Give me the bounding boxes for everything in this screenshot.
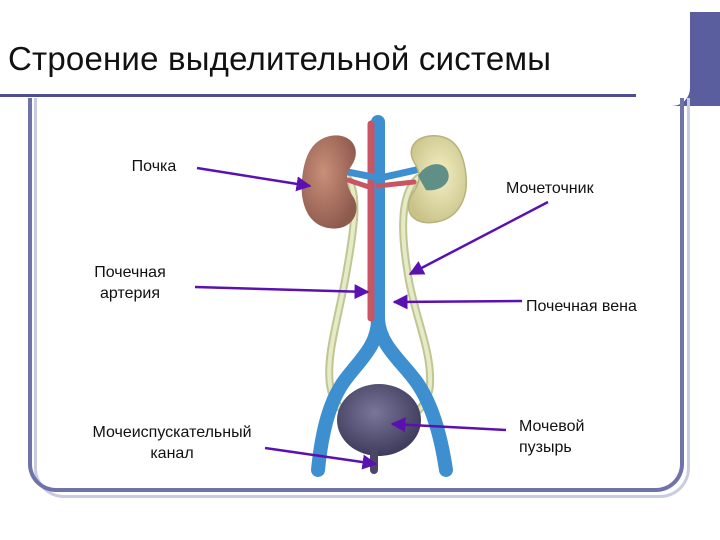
pointer-ureter (408, 200, 549, 276)
pointer-urethra (264, 446, 378, 470)
label-renal-vein: Почечная вена (526, 298, 637, 315)
left-renal-vessels (344, 168, 382, 182)
title-bar-panel (0, 12, 690, 106)
pointer-renal-artery (194, 284, 370, 300)
pointer-bladder (390, 417, 507, 433)
label-ureter: Мочеточник (506, 180, 594, 197)
label-urethra: Мочеиспускательный канал (92, 424, 252, 462)
label-renal-artery: Почечная артерия (94, 264, 166, 302)
title-bar: Строение выделительной системы (0, 12, 720, 106)
slide-title: Строение выделительной системы (8, 40, 552, 77)
bladder (337, 384, 421, 456)
pointer-renal-vein (392, 294, 523, 310)
content-frame (28, 98, 684, 492)
label-kidney: Почка (131, 158, 177, 175)
label-bladder: Мочевой пузырь (519, 418, 585, 456)
left-kidney (301, 135, 357, 229)
title-underline (0, 94, 636, 97)
content-frame-shadow (34, 98, 690, 498)
renal-pelvis-icon (418, 164, 449, 191)
pointer-kidney (196, 166, 312, 192)
right-renal-vessels (376, 166, 420, 182)
